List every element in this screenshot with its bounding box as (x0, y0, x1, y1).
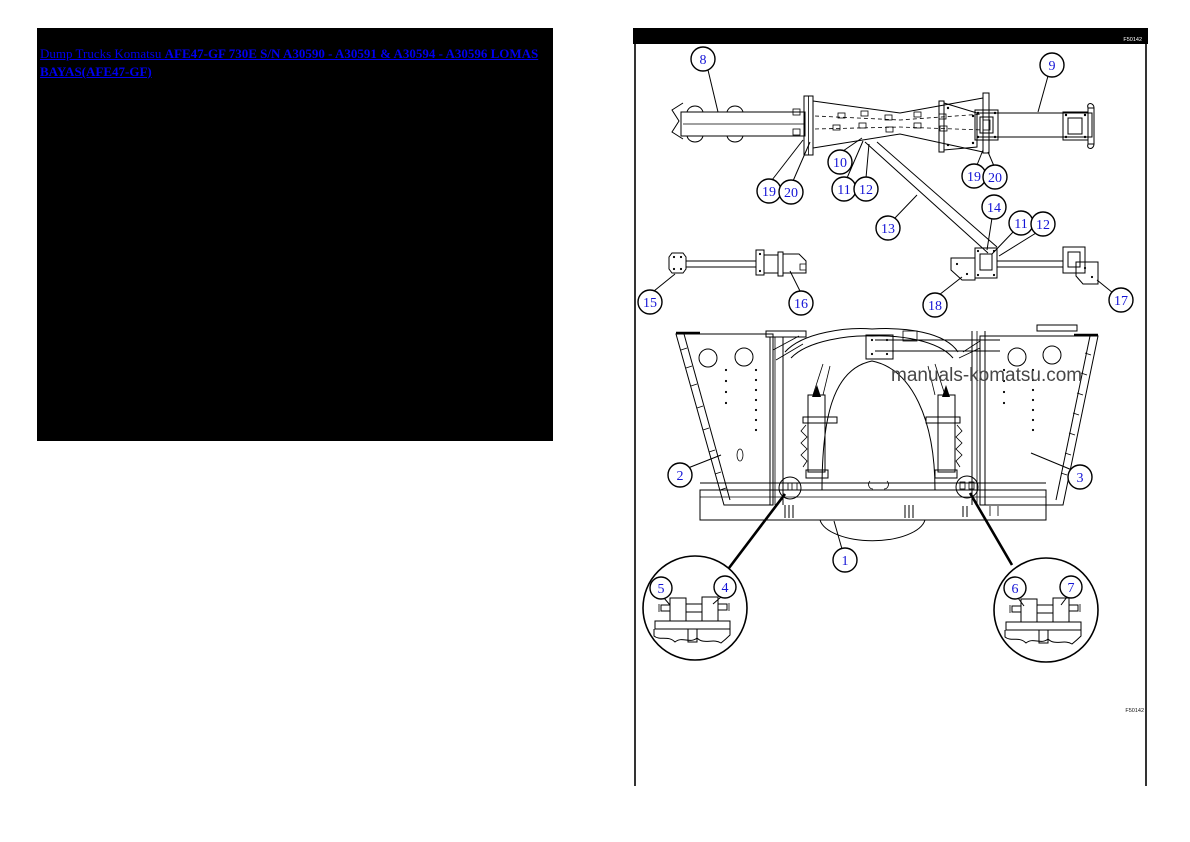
drawing-code-bottom: F50142 (1125, 708, 1144, 714)
middle-left-part-drawing (668, 249, 807, 277)
image-placeholder-box: Dump Trucks Komatsu AFE47-GF 730E S/N A3… (37, 28, 553, 441)
callout-14[interactable]: 14 (981, 194, 1007, 220)
callout-6[interactable]: 6 (1003, 576, 1027, 600)
callout-10[interactable]: 10 (827, 149, 853, 175)
svg-text:18: 18 (928, 299, 942, 314)
leader-lines (653, 69, 1114, 607)
svg-text:14: 14 (987, 201, 1001, 216)
svg-text:19: 19 (967, 170, 981, 185)
svg-text:19: 19 (762, 185, 776, 200)
callout-12-mid[interactable]: 12 (853, 176, 879, 202)
middle-right-part-drawing (950, 246, 1099, 285)
callout-20-left[interactable]: 20 (778, 179, 804, 205)
svg-text:13: 13 (881, 222, 895, 237)
callout-16[interactable]: 16 (788, 290, 814, 316)
svg-text:2: 2 (677, 469, 684, 484)
callout-15[interactable]: 15 (637, 289, 663, 315)
svg-text:7: 7 (1068, 581, 1075, 596)
callout-13[interactable]: 13 (875, 215, 901, 241)
breadcrumb-link[interactable]: Dump Trucks Komatsu AFE47-GF 730E S/N A3… (40, 46, 538, 79)
callout-8[interactable]: 8 (690, 46, 716, 72)
svg-text:12: 12 (1036, 218, 1050, 233)
svg-text:11: 11 (837, 183, 850, 198)
callout-4[interactable]: 4 (713, 575, 737, 599)
callout-20-right[interactable]: 20 (982, 164, 1008, 190)
svg-text:5: 5 (658, 582, 665, 597)
svg-text:6: 6 (1012, 582, 1019, 597)
breadcrumb-model: AFE47-GF 730E S/N A30590 - A30591 & A305… (40, 46, 539, 79)
svg-text:17: 17 (1114, 294, 1128, 309)
svg-text:1: 1 (842, 554, 849, 569)
svg-text:3: 3 (1077, 471, 1084, 486)
callout-18[interactable]: 18 (922, 292, 948, 318)
callout-2[interactable]: 2 (667, 462, 693, 488)
panel-frame: F50142 (633, 28, 1148, 786)
detail-circle-right (993, 557, 1099, 663)
callout-9[interactable]: 9 (1039, 52, 1065, 78)
callout-5[interactable]: 5 (649, 576, 673, 600)
svg-text:9: 9 (1049, 59, 1056, 74)
watermark-text: manuals-komatsu.com (891, 365, 1082, 386)
callout-19-left[interactable]: 19 (756, 178, 782, 204)
callout-12-right[interactable]: 12 (1030, 211, 1056, 237)
svg-text:12: 12 (859, 183, 873, 198)
svg-text:4: 4 (722, 581, 729, 596)
callout-7[interactable]: 7 (1059, 575, 1083, 599)
svg-text:20: 20 (988, 171, 1002, 186)
drawing-code-top: F50142 (1123, 37, 1142, 43)
svg-text:11: 11 (1014, 217, 1027, 232)
front-frame-drawing (675, 324, 1099, 542)
svg-text:10: 10 (833, 156, 847, 171)
svg-text:15: 15 (643, 296, 657, 311)
callout-1[interactable]: 1 (832, 547, 858, 573)
detail-circle-left (642, 555, 748, 661)
parts-diagram: F50142 (633, 28, 1148, 786)
callout-11-right[interactable]: 11 (1008, 210, 1034, 236)
callout-11-mid[interactable]: 11 (831, 176, 857, 202)
svg-text:8: 8 (700, 53, 707, 68)
callout-19-right[interactable]: 19 (961, 163, 987, 189)
callout-3[interactable]: 3 (1067, 464, 1093, 490)
svg-text:16: 16 (794, 297, 808, 312)
callout-17[interactable]: 17 (1108, 287, 1134, 313)
svg-text:20: 20 (784, 186, 798, 201)
breadcrumb-prefix: Dump Trucks Komatsu (40, 46, 165, 61)
